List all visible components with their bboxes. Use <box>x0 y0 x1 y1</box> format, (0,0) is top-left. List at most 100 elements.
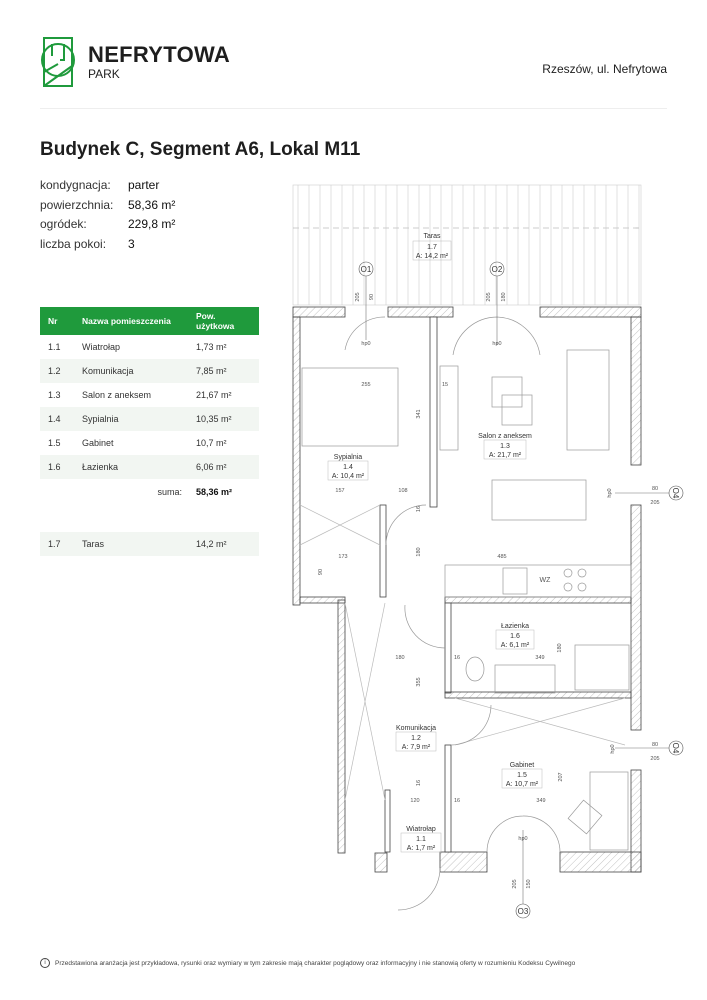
info-value: 58,36 m² <box>128 197 176 212</box>
window-markers: O1 O2 O4 O4 O3 <box>358 261 684 919</box>
brand-sub: PARK <box>88 67 120 81</box>
svg-text:90: 90 <box>369 294 375 300</box>
svg-text:Wiatrołap: Wiatrołap <box>406 826 436 833</box>
svg-text:1.2: 1.2 <box>411 735 421 742</box>
cell-area: 21,67 m² <box>196 390 232 400</box>
cell-name: Taras <box>74 532 188 556</box>
divider <box>40 108 667 109</box>
tv-cabinet <box>439 365 459 451</box>
chair-icon <box>567 799 603 835</box>
room-label-komunikacja: Komunikacja 1.2 A: 7,9 m² <box>395 725 437 752</box>
sink-icon <box>494 664 556 694</box>
desk-icon <box>589 771 629 851</box>
svg-text:90: 90 <box>318 569 324 575</box>
cell-name: Wiatrołap <box>82 342 121 352</box>
cell-nr: 1.3 <box>48 390 61 400</box>
cell-area: 14,2 m² <box>188 532 259 556</box>
room-label-sypialnia: Sypialnia 1.4 A: 10,4 m² <box>327 454 369 481</box>
svg-text:180: 180 <box>395 655 404 661</box>
header-nr: Nr <box>40 307 74 335</box>
svg-text:O3: O3 <box>518 907 529 916</box>
svg-text:157: 157 <box>335 488 344 494</box>
cell-nr: 1.2 <box>40 359 74 383</box>
svg-text:A: 7,9 m²: A: 7,9 m² <box>402 744 431 751</box>
table-header: Nr Nazwa pomieszczenia Pow. użytkowa <box>40 307 259 335</box>
toilet-icon <box>465 656 485 682</box>
brand-name: NEFRYTOWA <box>88 42 231 67</box>
svg-text:A: 14,2 m²: A: 14,2 m² <box>416 253 449 260</box>
svg-text:180: 180 <box>416 547 422 556</box>
cell-name: Salon z aneksem <box>82 390 152 400</box>
svg-text:205: 205 <box>486 292 492 301</box>
svg-text:Sypialnia: Sypialnia <box>334 454 363 461</box>
svg-text:205: 205 <box>512 879 518 888</box>
furniture <box>299 316 632 911</box>
svg-text:A: 21,7 m²: A: 21,7 m² <box>489 452 522 459</box>
svg-text:80: 80 <box>652 742 658 748</box>
svg-text:255: 255 <box>361 382 370 388</box>
cell-nr: 1.7 <box>40 532 74 556</box>
sum-label: suma: <box>157 487 182 497</box>
svg-text:180: 180 <box>557 643 563 652</box>
svg-text:341: 341 <box>416 409 422 418</box>
svg-text:hp0: hp0 <box>610 744 616 753</box>
svg-text:15: 15 <box>442 382 448 388</box>
svg-text:1.4: 1.4 <box>343 464 353 471</box>
svg-text:Komunikacja: Komunikacja <box>396 725 436 732</box>
disclaimer: i Przedstawiona aranżacja jest przykłado… <box>40 958 575 968</box>
svg-text:A: 1,7 m²: A: 1,7 m² <box>407 845 436 852</box>
table-row: 1.5 Gabinet 10,7 m² <box>40 431 259 455</box>
svg-text:80: 80 <box>652 486 658 492</box>
room-label-taras: Taras 1.7 A: 14,2 m² <box>412 233 452 261</box>
svg-text:Salon z aneksem: Salon z aneksem <box>478 433 532 440</box>
logo-emblem-icon <box>41 37 75 87</box>
info-value: 3 <box>128 236 135 251</box>
svg-text:O1: O1 <box>361 265 372 274</box>
info-label: liczba pokoi: <box>40 236 107 251</box>
cell-nr: 1.6 <box>40 455 74 479</box>
svg-text:A: 6,1 m²: A: 6,1 m² <box>501 642 530 649</box>
svg-text:hp0: hp0 <box>492 341 501 347</box>
svg-text:349: 349 <box>535 655 544 661</box>
disclaimer-text: Przedstawiona aranżacja jest przykładowa… <box>55 959 576 967</box>
svg-text:16: 16 <box>454 655 460 661</box>
svg-text:349: 349 <box>536 798 545 804</box>
svg-text:205: 205 <box>650 756 659 762</box>
svg-text:16: 16 <box>454 798 460 804</box>
svg-text:205: 205 <box>355 292 361 301</box>
shower-icon <box>574 644 630 691</box>
cell-area: 7,85 m² <box>188 359 259 383</box>
svg-text:1.1: 1.1 <box>416 836 426 843</box>
cell-area: 10,7 m² <box>196 438 227 448</box>
cell-name: Gabinet <box>82 438 114 448</box>
page-title: Budynek C, Segment A6, Lokal M11 <box>40 139 361 160</box>
dimension-labels: 205 90 205 180 hp0 hp0 255 15 341 157 10… <box>318 292 660 888</box>
svg-text:180: 180 <box>501 292 507 301</box>
svg-text:Łazienka: Łazienka <box>501 623 529 630</box>
svg-text:Gabinet: Gabinet <box>510 762 535 769</box>
svg-text:1.7: 1.7 <box>427 244 437 251</box>
table-row: 1.3 Salon z aneksem 21,67 m² <box>40 383 259 407</box>
cell-nr: 1.4 <box>40 407 74 431</box>
svg-text:485: 485 <box>497 554 506 560</box>
cell-nr: 1.1 <box>48 342 61 352</box>
svg-text:207: 207 <box>558 772 564 781</box>
svg-text:A: 10,7 m²: A: 10,7 m² <box>506 781 539 788</box>
svg-text:A: 10,4 m²: A: 10,4 m² <box>332 473 365 480</box>
svg-text:O2: O2 <box>492 265 503 274</box>
svg-text:Taras: Taras <box>423 233 441 240</box>
info-value: 229,8 m² <box>128 217 176 231</box>
svg-text:hp0: hp0 <box>518 836 527 842</box>
rooms-table: Nr Nazwa pomieszczenia Pow. użytkowa 1.1… <box>40 307 259 505</box>
cell-nr: 1.5 <box>48 438 61 448</box>
info-label: kondygnacja: <box>40 178 111 192</box>
unit-info: kondygnacja:parter powierzchnia:58,36 m²… <box>40 176 175 254</box>
header-name: Nazwa pomieszczenia <box>74 307 188 335</box>
svg-text:hp0: hp0 <box>361 341 370 347</box>
location: Rzeszów, ul. Nefrytowa <box>542 62 667 76</box>
kitchen-counter <box>444 564 632 598</box>
